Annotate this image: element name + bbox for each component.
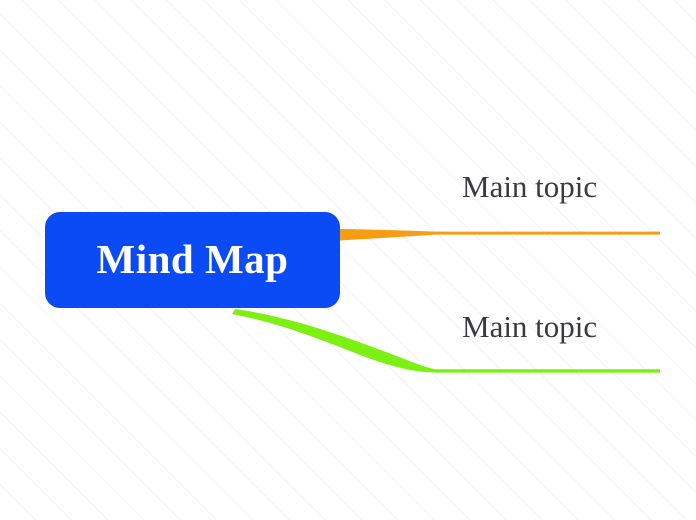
- branch-orange-label[interactable]: Main topic: [462, 169, 598, 204]
- branch-green-label[interactable]: Main topic: [462, 309, 598, 344]
- central-node-label: Mind Map: [96, 235, 289, 282]
- branch-orange-line[interactable]: [340, 229, 660, 241]
- central-node[interactable]: Mind Map: [45, 212, 340, 308]
